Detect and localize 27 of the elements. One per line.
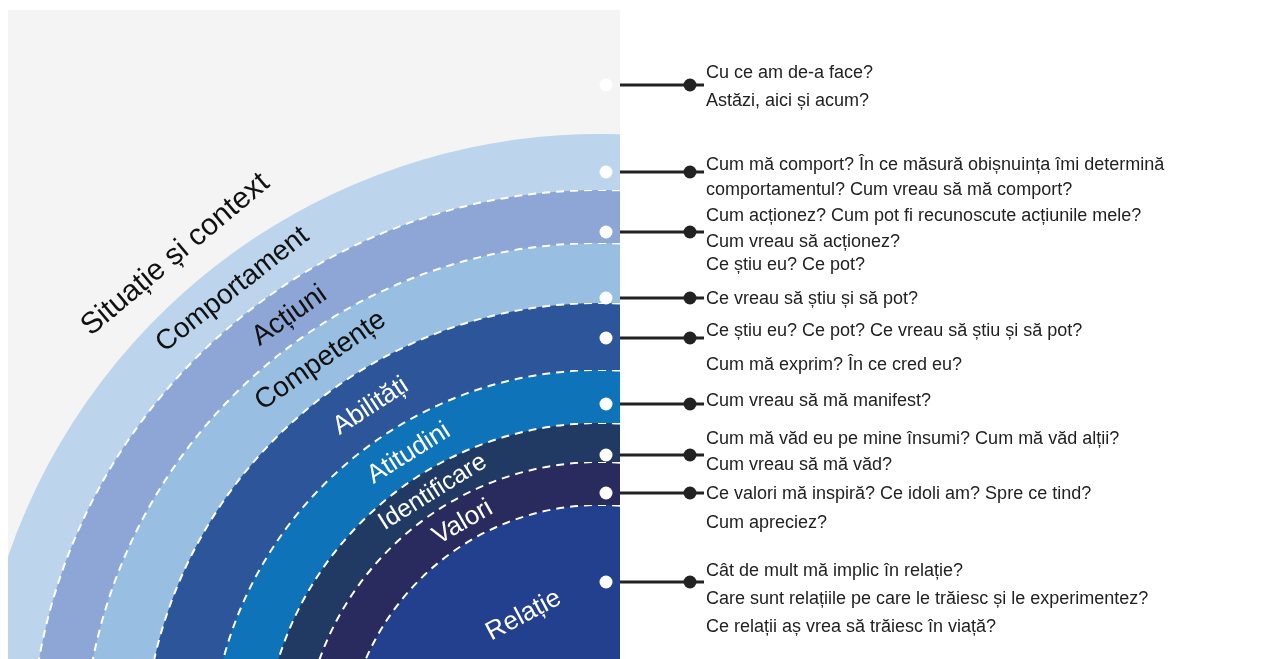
question-text: Cu ce am de-a face?: [706, 61, 874, 84]
question-text: Cum acționez? Cum pot fi recunoscute acțiunile mele?: [706, 204, 1142, 227]
leader-line: [599, 165, 704, 179]
question-text: Ce știu eu? Ce pot?: [706, 253, 866, 276]
question-text: Astăzi, aici și acum?: [706, 89, 870, 112]
leader-line: [599, 575, 704, 589]
question-text: Care sunt relațiile pe care le trăiesc și le experimentez?: [706, 587, 1149, 610]
question-text: Cât de mult mă implic în relație?: [706, 559, 964, 582]
leader-line: [599, 331, 704, 345]
leader-line: [599, 448, 704, 462]
question-text: Cum mă văd eu pe mine însumi? Cum mă văd alții?: [706, 427, 1120, 450]
question-text: Ce valori mă inspiră? Ce idoli am? Spre ce tind?: [706, 482, 1092, 505]
diagram-panel: [8, 10, 620, 659]
question-text: Ce știu eu? Ce pot? Ce vreau să știu și să pot?: [706, 319, 1083, 342]
leader-line: [599, 486, 704, 500]
leader-line: [599, 78, 704, 92]
question-text: Ce vreau să știu și să pot?: [706, 287, 919, 310]
question-text: Cum mă exprim? În ce cred eu?: [706, 353, 963, 376]
leader-line: [599, 225, 704, 239]
question-text: Ce relații aș vrea să trăiesc în viață?: [706, 615, 997, 638]
leader-line: [599, 397, 704, 411]
question-text: Cum vreau să acționez?: [706, 230, 901, 253]
leader-line: [599, 291, 704, 305]
question-text: Cum vreau să mă văd?: [706, 453, 893, 476]
question-text: Cum vreau să mă manifest?: [706, 389, 932, 412]
question-text: Cum apreciez?: [706, 511, 828, 534]
question-text: Cum mă comport? În ce măsură obișnuința îmi determină comportamentul? Cum vreau să mă comport?: [706, 153, 1166, 201]
